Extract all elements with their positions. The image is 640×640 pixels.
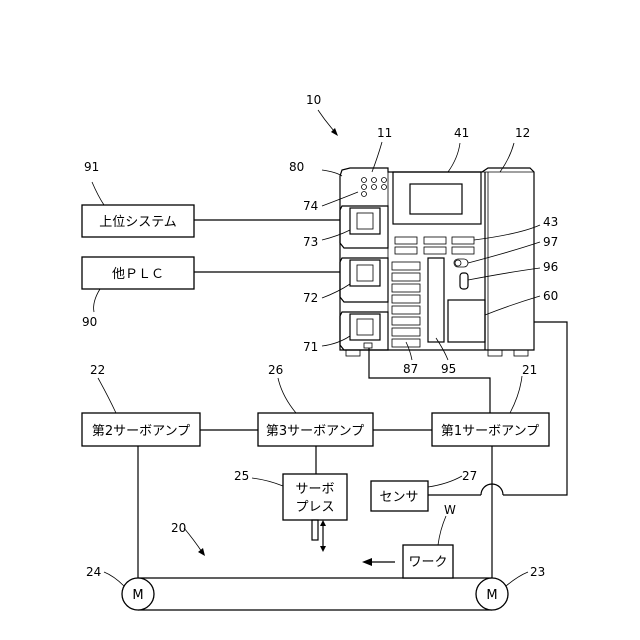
workpiece-block: ワーク bbox=[403, 545, 453, 578]
ref-10: 10 bbox=[306, 93, 321, 107]
servo-amp-2-label: 第2サーボアンプ bbox=[92, 424, 190, 439]
key-row bbox=[395, 237, 474, 254]
sensor-block: センサ bbox=[371, 481, 428, 511]
ref-74: 74 bbox=[303, 199, 318, 213]
travel-arrow bbox=[362, 558, 395, 566]
servo-amp-1-label: 第1サーボアンプ bbox=[441, 424, 539, 439]
ref-41: 41 bbox=[454, 126, 469, 140]
ref-91: 91 bbox=[84, 160, 99, 174]
card-slot bbox=[428, 258, 444, 342]
port-module-72 bbox=[340, 258, 388, 302]
display-panel bbox=[393, 172, 481, 224]
ref-95: 95 bbox=[441, 362, 456, 376]
ref-73: 73 bbox=[303, 235, 318, 249]
ref-90: 90 bbox=[82, 315, 97, 329]
servo-amp-1-block: 第1サーボアンプ bbox=[432, 413, 549, 446]
ref-96: 96 bbox=[543, 260, 558, 274]
ref-43: 43 bbox=[543, 215, 558, 229]
port-module-71 bbox=[340, 312, 388, 350]
ref-12: 12 bbox=[515, 126, 530, 140]
ref-24: 24 bbox=[86, 565, 101, 579]
ref-22: 22 bbox=[90, 363, 105, 377]
servo-press-block: サーボ プレス bbox=[283, 474, 347, 552]
usb-connector bbox=[460, 273, 468, 289]
ref-72: 72 bbox=[303, 291, 318, 305]
mode-switch bbox=[454, 259, 468, 267]
sensor-label: センサ bbox=[379, 490, 418, 505]
motor-right-label: M bbox=[486, 588, 497, 603]
ref-80: 80 bbox=[289, 160, 304, 174]
servo-press-label-2: プレス bbox=[295, 500, 334, 515]
host-system-block: 上位システム bbox=[82, 205, 194, 237]
ref-w: W bbox=[444, 503, 456, 517]
ref-21: 21 bbox=[522, 363, 537, 377]
workpiece-label: ワーク bbox=[408, 555, 447, 570]
port-module-73 bbox=[340, 206, 388, 248]
conveyor: M M ワーク bbox=[122, 545, 508, 610]
motor-left-label: M bbox=[132, 588, 143, 603]
host-system-label: 上位システム bbox=[99, 215, 177, 230]
ref-25: 25 bbox=[234, 469, 249, 483]
battery-cover bbox=[448, 300, 485, 342]
motor-left: M bbox=[122, 578, 154, 610]
ref-60: 60 bbox=[543, 289, 558, 303]
servo-amp-3-label: 第3サーボアンプ bbox=[266, 424, 364, 439]
ref-11: 11 bbox=[377, 126, 392, 140]
ref-71: 71 bbox=[303, 340, 318, 354]
servo-amp-3-block: 第3サーボアンプ bbox=[258, 413, 373, 446]
plc-unit bbox=[340, 168, 534, 356]
other-plc-block: 他ＰＬＣ bbox=[82, 257, 194, 289]
ref-97: 97 bbox=[543, 235, 558, 249]
other-plc-label: 他ＰＬＣ bbox=[112, 267, 164, 282]
ref-87: 87 bbox=[403, 362, 418, 376]
servo-press-label-1: サーボ bbox=[295, 482, 334, 497]
motor-right: M bbox=[476, 578, 508, 610]
ref-23: 23 bbox=[530, 565, 545, 579]
unit-feet bbox=[346, 350, 528, 356]
status-led-group bbox=[362, 178, 387, 197]
servo-amp-2-block: 第2サーボアンプ bbox=[82, 413, 200, 446]
ref-27: 27 bbox=[462, 469, 477, 483]
ref-20: 20 bbox=[171, 521, 186, 535]
terminal-strip bbox=[392, 262, 420, 347]
ref-26: 26 bbox=[268, 363, 283, 377]
